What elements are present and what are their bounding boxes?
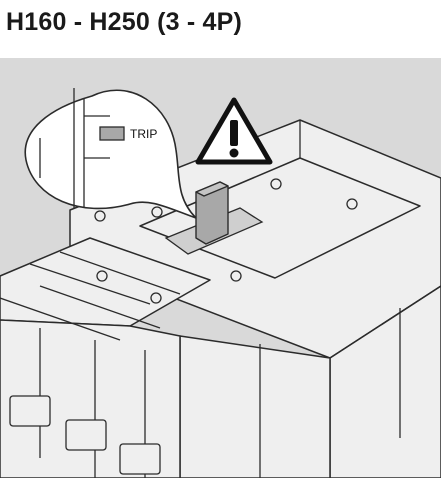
terminal-shield-top (0, 237, 211, 327)
breaker-cover (139, 157, 421, 279)
warning-triangle-icon (195, 97, 273, 165)
terminal-lug (65, 419, 107, 451)
terminal-shield-front (0, 319, 181, 478)
trip-indicator (99, 126, 125, 141)
circuit-breaker-illustration: TRIP (0, 88, 441, 478)
page-title: H160 - H250 (3 - 4P) (6, 8, 243, 36)
terminal-lug (9, 395, 51, 427)
trip-lever (195, 181, 229, 245)
magnifier-callout: TRIP (24, 88, 197, 219)
trip-label: TRIP (130, 127, 157, 141)
terminal-lug (119, 443, 161, 475)
breaker-front-face (179, 335, 331, 478)
